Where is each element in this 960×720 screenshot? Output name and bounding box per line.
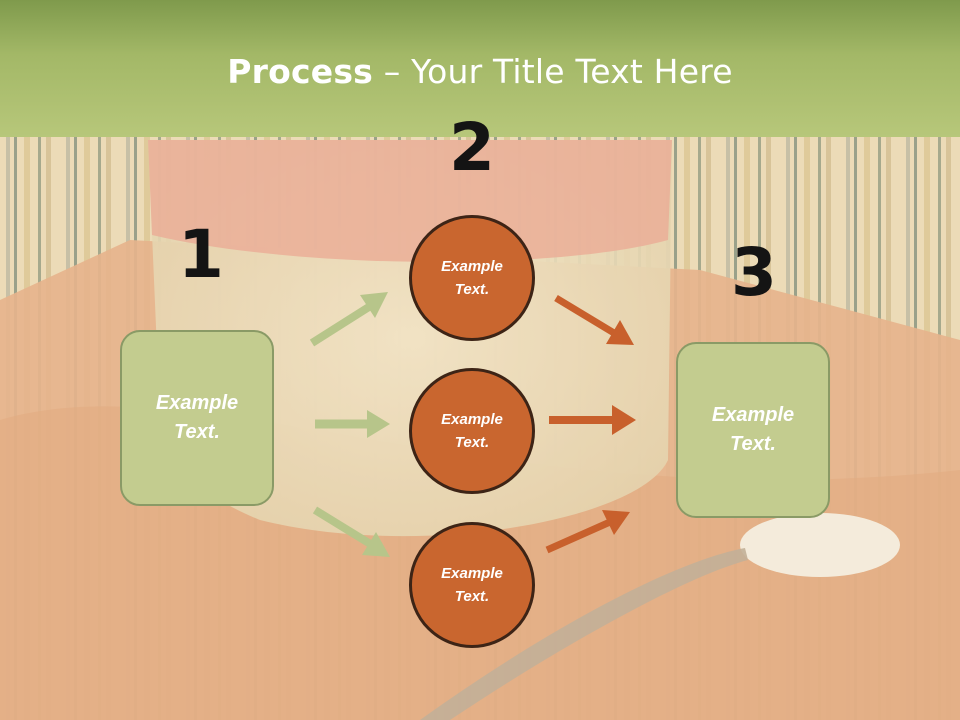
step-box-1: Example Text. (120, 330, 274, 506)
process-circle-middle-text: Example Text. (441, 411, 503, 451)
step-box-3-text: Example Text. (711, 404, 795, 455)
title-bar (0, 0, 960, 137)
green-arrow-up (309, 292, 388, 347)
step-box-1-text: Example Text. (155, 392, 239, 443)
step-number-1: 1 (178, 216, 224, 293)
process-circle-bottom-text: Example Text. (441, 565, 503, 605)
slide-title: Process – Your Title Text Here (0, 52, 960, 91)
process-circle-top: Example Text. (409, 215, 535, 341)
orange-arrow-down (554, 295, 634, 345)
title-bold-part: Process (227, 52, 374, 91)
orange-arrow-middle (549, 405, 636, 435)
process-circle-bottom: Example Text. (409, 522, 535, 648)
step-number-3: 3 (731, 234, 777, 311)
process-circle-top-text: Example Text. (441, 258, 503, 298)
green-arrow-down (312, 506, 390, 557)
step-number-2: 2 (449, 109, 495, 186)
orange-arrow-up (545, 510, 630, 554)
step-box-3: Example Text. (676, 342, 830, 518)
green-arrow-middle (315, 410, 390, 438)
title-rest-part: – Your Title Text Here (373, 52, 733, 91)
process-circle-middle: Example Text. (409, 368, 535, 494)
